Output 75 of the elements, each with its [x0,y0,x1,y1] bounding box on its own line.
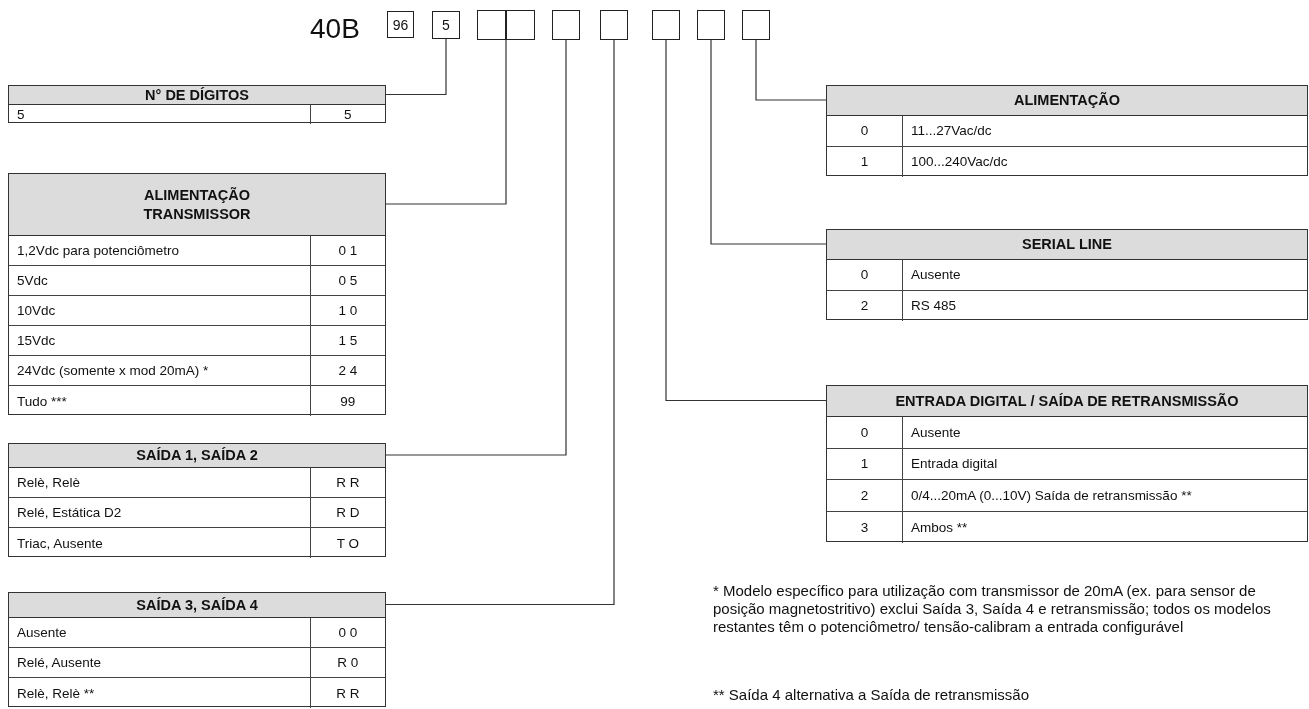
model-code-prefix: 40B [310,14,360,44]
option-table [826,229,1308,320]
table-cell: 1 0 [311,296,385,326]
leader-line [665,39,827,402]
code-box [552,10,580,40]
option-table [8,85,386,123]
code-box [506,10,535,40]
table-cell: 10Vdc [9,296,311,326]
table-cell: Relè, Relè [9,468,311,498]
table-cell: 0/4...20mA (0...10V) Saída de retransmissão ** [903,480,1307,512]
option-table [8,443,386,557]
table-cell: 0 5 [311,266,385,296]
table-cell: 1 [827,448,903,480]
table-heading: ENTRADA DIGITAL / SAÍDA DE RETRANSMISSÃO [827,386,1307,417]
table-cell: Ausente [9,618,311,648]
footnote: * Modelo específico para utilização com transmissor de 20mA (ex. para sensor de posição magnetostritivo) exclui Saída 3, Saída 4 e retransmissão; todos os modelos restantes têm o potenciômetro/ tensão-calibram a entrada configurável [713,582,1272,636]
option-table [826,85,1308,176]
leader-line [385,39,507,205]
table-cell: 5 [9,105,311,124]
table-cell-text: RS 485 [910,297,958,316]
table-cell: 0 [827,417,903,449]
option-table [826,385,1308,542]
table-cell: 5Vdc [9,266,311,296]
code-box [600,10,628,40]
table-cell: Relé, Ausente [9,648,311,678]
table-heading: SAÍDA 1, SAÍDA 2 [9,444,385,468]
leader-line [710,39,827,245]
table-cell-text: 99 [339,392,357,411]
option-table [8,173,386,415]
code-box [742,10,770,40]
table-cell: Ausente [903,260,1307,291]
leader-line [755,39,827,101]
table-cell: Ausente [903,417,1307,449]
table-cell: 1 5 [311,326,385,356]
table-cell: R R [311,468,385,498]
table-cell: 3 [827,511,903,543]
table-cell: R 0 [311,648,385,678]
table-heading: N° DE DÍGITOS [9,86,385,105]
code-box [652,10,680,40]
table-cell: 2 [827,290,903,321]
leader-line [385,38,447,96]
table-cell: 0 0 [311,618,385,648]
table-cell: 0 [827,260,903,291]
table-heading: ALIMENTAÇÃO TRANSMISSOR [9,174,385,236]
table-cell: 11...27Vac/dc [903,116,1307,147]
leader-line [385,39,615,606]
leader-line [385,39,567,456]
table-cell: Tudo *** [9,386,311,416]
table-cell: Relé, Estática D2 [9,498,311,528]
table-cell: 2 4 [311,356,385,386]
table-cell-text: 5 [343,106,353,124]
table-cell: Triac, Ausente [9,528,311,558]
table-cell: 24Vdc (somente x mod 20mA) * [9,356,311,386]
code-box [697,10,725,40]
table-cell: 0 [827,116,903,147]
option-table [8,592,386,707]
footnote: ** Saída 4 alternativa a Saída de retransmissão [713,686,1031,704]
code-box: 5 [432,11,460,39]
table-heading: ALIMENTAÇÃO [827,86,1307,116]
table-cell: 1 [827,146,903,177]
table-cell-text: Ambos ** [910,518,969,537]
table-cell: Entrada digital [903,448,1307,480]
table-heading: SAÍDA 3, SAÍDA 4 [9,593,385,618]
table-cell: Relè, Relè ** [9,678,311,708]
table-cell-text: 100...240Vac/dc [910,153,1009,172]
code-box: 96 [387,11,414,38]
table-cell-text: T O [335,534,360,553]
table-cell: 1,2Vdc para potenciômetro [9,236,311,266]
table-cell-text: R R [335,684,361,703]
code-box [477,10,506,40]
table-cell: 15Vdc [9,326,311,356]
table-heading: SERIAL LINE [827,230,1307,260]
table-cell: 2 [827,480,903,512]
table-cell: 0 1 [311,236,385,266]
table-cell: R D [311,498,385,528]
